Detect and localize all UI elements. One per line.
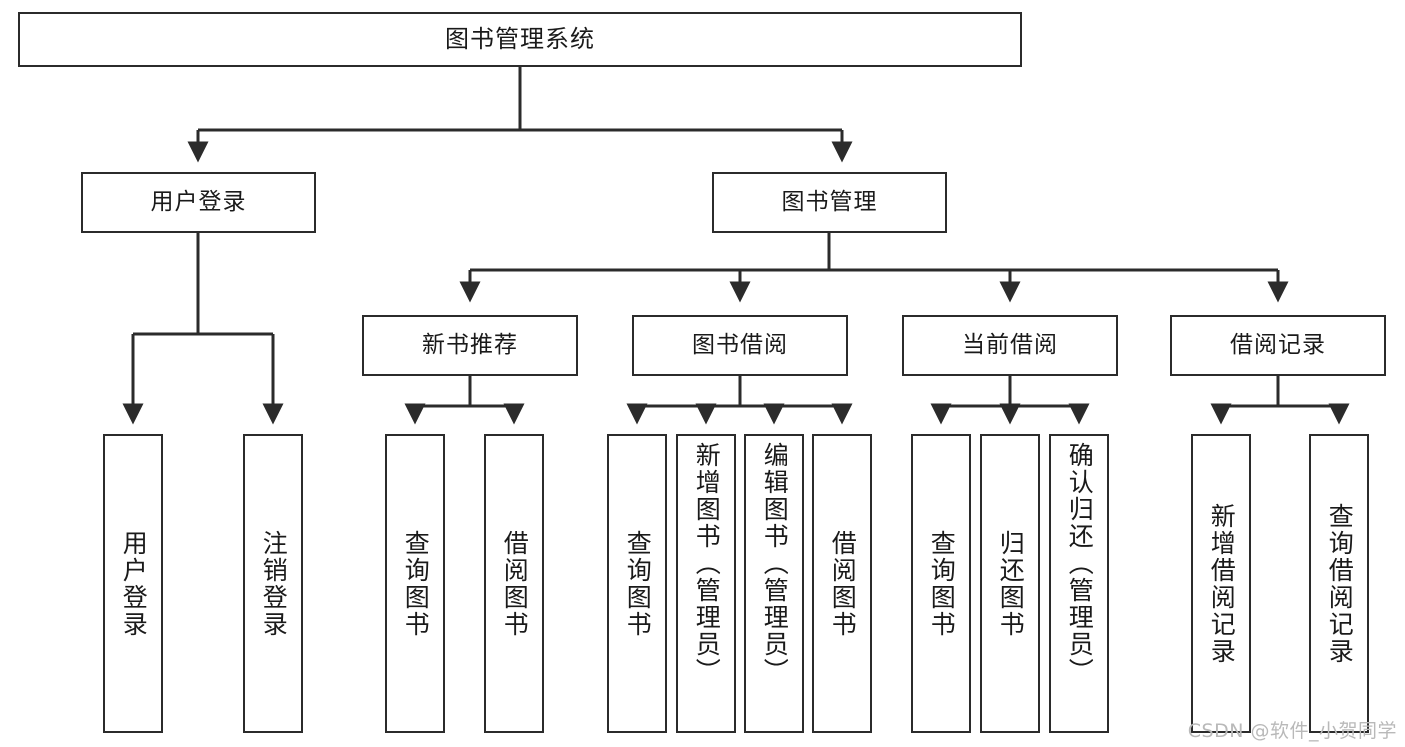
node-label: 查询图书 bbox=[401, 529, 431, 638]
node-new-book-recommend[interactable]: 新书推荐 bbox=[362, 315, 578, 376]
leaf-new-book-query[interactable]: 查询图书 bbox=[385, 434, 445, 733]
leaf-record-query[interactable]: 查询借阅记录 bbox=[1309, 434, 1369, 733]
leaf-record-add[interactable]: 新增借阅记录 bbox=[1191, 434, 1251, 733]
csdn-watermark: CSDN @软件_小贺同学 bbox=[1187, 720, 1397, 742]
leaf-borrow-edit-book[interactable]: 编辑图书（管理员） bbox=[744, 434, 804, 733]
node-book-borrow[interactable]: 图书借阅 bbox=[632, 315, 848, 376]
node-label: 新增图书（管理员） bbox=[692, 442, 722, 685]
leaf-borrow-query-book[interactable]: 查询图书 bbox=[607, 434, 667, 733]
leaf-borrow-borrow-book[interactable]: 借阅图书 bbox=[812, 434, 872, 733]
node-label: 新增借阅记录 bbox=[1207, 502, 1237, 665]
node-label: 注销登录 bbox=[259, 529, 289, 638]
node-label: 归还图书 bbox=[996, 529, 1026, 638]
node-label: 图书管理系统 bbox=[445, 25, 595, 54]
node-label: 借阅图书 bbox=[828, 529, 858, 638]
leaf-current-confirm-return[interactable]: 确认归还（管理员） bbox=[1049, 434, 1109, 733]
node-label: 查询图书 bbox=[623, 529, 653, 638]
node-label: 新书推荐 bbox=[422, 331, 518, 358]
node-label: 当前借阅 bbox=[962, 331, 1058, 358]
node-label: 用户登录 bbox=[119, 529, 149, 638]
leaf-current-query-book[interactable]: 查询图书 bbox=[911, 434, 971, 733]
node-label: 借阅记录 bbox=[1230, 331, 1326, 358]
node-user-login[interactable]: 用户登录 bbox=[81, 172, 316, 233]
node-label: 用户登录 bbox=[150, 188, 247, 215]
node-root-system[interactable]: 图书管理系统 bbox=[18, 12, 1022, 67]
node-label: 查询借阅记录 bbox=[1325, 502, 1355, 665]
node-label: 图书借阅 bbox=[692, 331, 788, 358]
node-borrow-record[interactable]: 借阅记录 bbox=[1170, 315, 1386, 376]
node-current-borrow[interactable]: 当前借阅 bbox=[902, 315, 1118, 376]
leaf-new-book-borrow[interactable]: 借阅图书 bbox=[484, 434, 544, 733]
node-label: 查询图书 bbox=[927, 529, 957, 638]
node-label: 编辑图书（管理员） bbox=[760, 442, 790, 685]
leaf-user-login-logout[interactable]: 注销登录 bbox=[243, 434, 303, 733]
node-label: 借阅图书 bbox=[500, 529, 530, 638]
node-book-management[interactable]: 图书管理 bbox=[712, 172, 947, 233]
node-label: 确认归还（管理员） bbox=[1065, 442, 1095, 685]
node-label: 图书管理 bbox=[781, 188, 878, 215]
leaf-borrow-add-book[interactable]: 新增图书（管理员） bbox=[676, 434, 736, 733]
leaf-user-login-login[interactable]: 用户登录 bbox=[103, 434, 163, 733]
leaf-current-return-book[interactable]: 归还图书 bbox=[980, 434, 1040, 733]
